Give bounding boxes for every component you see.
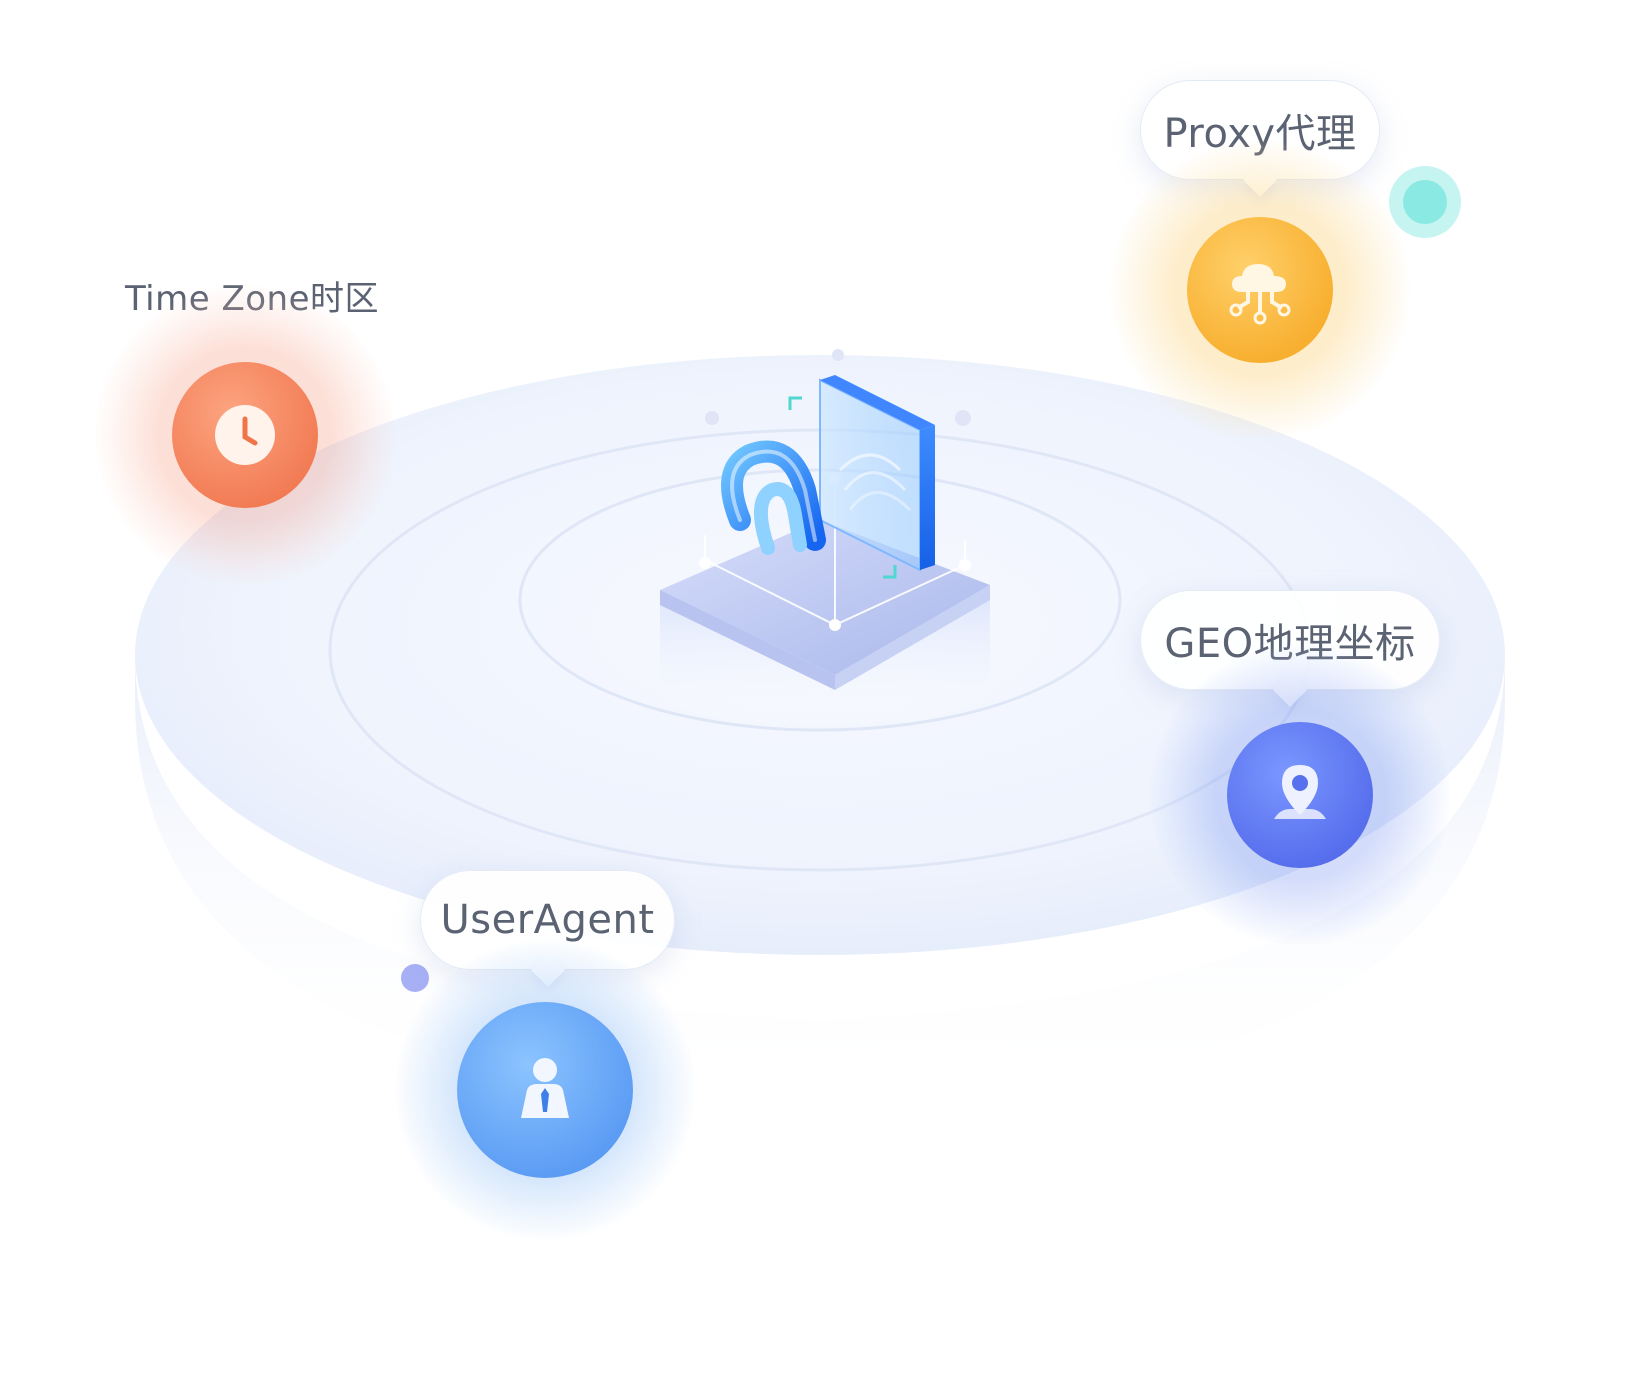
time-zone-label: Time Zone时区 (92, 245, 412, 345)
geo-node[interactable] (1150, 645, 1450, 945)
cloud-network-icon (1229, 264, 1291, 325)
user-icon (521, 1058, 569, 1118)
time-zone-node[interactable] (95, 285, 395, 585)
fingerprint-icon (721, 440, 826, 555)
proxy-label: Proxy代理 (1140, 80, 1380, 180)
clock-icon (215, 405, 275, 465)
proxy-node[interactable] (1110, 140, 1410, 440)
user-agent-label: UserAgent (420, 870, 675, 970)
user-agent-node[interactable] (395, 940, 695, 1240)
location-pin-icon (1274, 765, 1326, 819)
geo-label: GEO地理坐标 (1140, 590, 1440, 690)
